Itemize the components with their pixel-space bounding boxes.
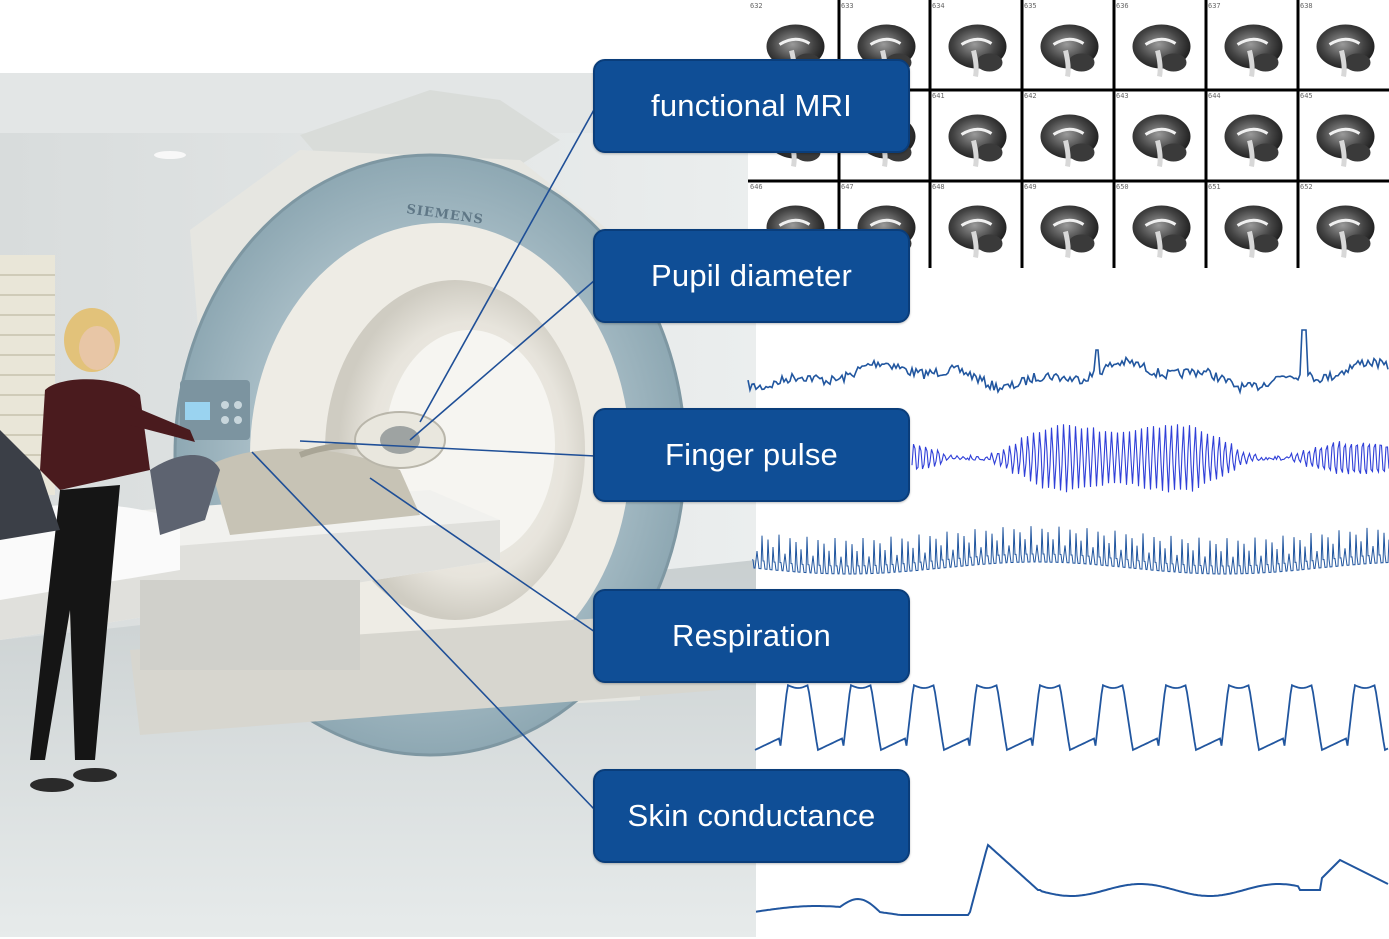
slice-number: 636 <box>1116 2 1129 10</box>
label-respiration: Respiration <box>593 589 910 683</box>
mri-slice <box>1040 24 1099 77</box>
slice-number: 634 <box>932 2 945 10</box>
mri-slice <box>1316 24 1375 77</box>
mri-slice <box>1224 114 1283 167</box>
connector-skin-conductance <box>251 451 596 811</box>
label-functional-mri: functional MRI <box>593 59 910 153</box>
label-skin-conductance: Skin conductance <box>593 769 910 863</box>
slice-number: 651 <box>1208 183 1221 191</box>
slice-number: 638 <box>1300 2 1313 10</box>
slice-number: 643 <box>1116 92 1129 100</box>
slice-number: 645 <box>1300 92 1313 100</box>
mri-slice <box>1224 24 1283 77</box>
finger-pulse-trace <box>911 424 1389 493</box>
mri-slice <box>1040 114 1099 167</box>
connector-pupil <box>409 279 596 441</box>
slice-number: 649 <box>1024 183 1037 191</box>
slice-number: 642 <box>1024 92 1037 100</box>
mri-slice <box>948 205 1007 258</box>
mri-slice <box>1316 205 1375 258</box>
slice-number: 641 <box>932 92 945 100</box>
slice-number: 647 <box>841 183 854 191</box>
label-pupil-diameter: Pupil diameter <box>593 229 910 323</box>
slice-number: 633 <box>841 2 854 10</box>
slice-number: 652 <box>1300 183 1313 191</box>
mri-slice <box>1316 114 1375 167</box>
label-finger-pulse: Finger pulse <box>593 408 910 502</box>
operator-figure <box>30 308 195 792</box>
mri-slice <box>948 24 1007 77</box>
slice-number: 635 <box>1024 2 1037 10</box>
mri-slice <box>1224 205 1283 258</box>
mri-slice <box>1132 24 1191 77</box>
skin-conductance-trace <box>755 843 1389 916</box>
cardiac-trace <box>751 526 1389 575</box>
mri-slice <box>948 114 1007 167</box>
slice-number: 644 <box>1208 92 1221 100</box>
mri-slice <box>1132 205 1191 258</box>
slice-number: 650 <box>1116 183 1129 191</box>
connector-lines <box>251 107 596 811</box>
mri-slice <box>1040 205 1099 258</box>
slice-number: 648 <box>932 183 945 191</box>
pupil-diameter-trace <box>747 329 1389 395</box>
signal-traces <box>747 329 1389 916</box>
respiration-trace <box>754 683 1389 752</box>
slice-number: 632 <box>750 2 763 10</box>
mri-slice <box>1132 114 1191 167</box>
slice-number: 646 <box>750 183 763 191</box>
connector-fmri <box>419 107 596 423</box>
connector-finger-pulse <box>299 440 596 457</box>
slice-number: 637 <box>1208 2 1221 10</box>
connector-respiration <box>369 477 596 633</box>
